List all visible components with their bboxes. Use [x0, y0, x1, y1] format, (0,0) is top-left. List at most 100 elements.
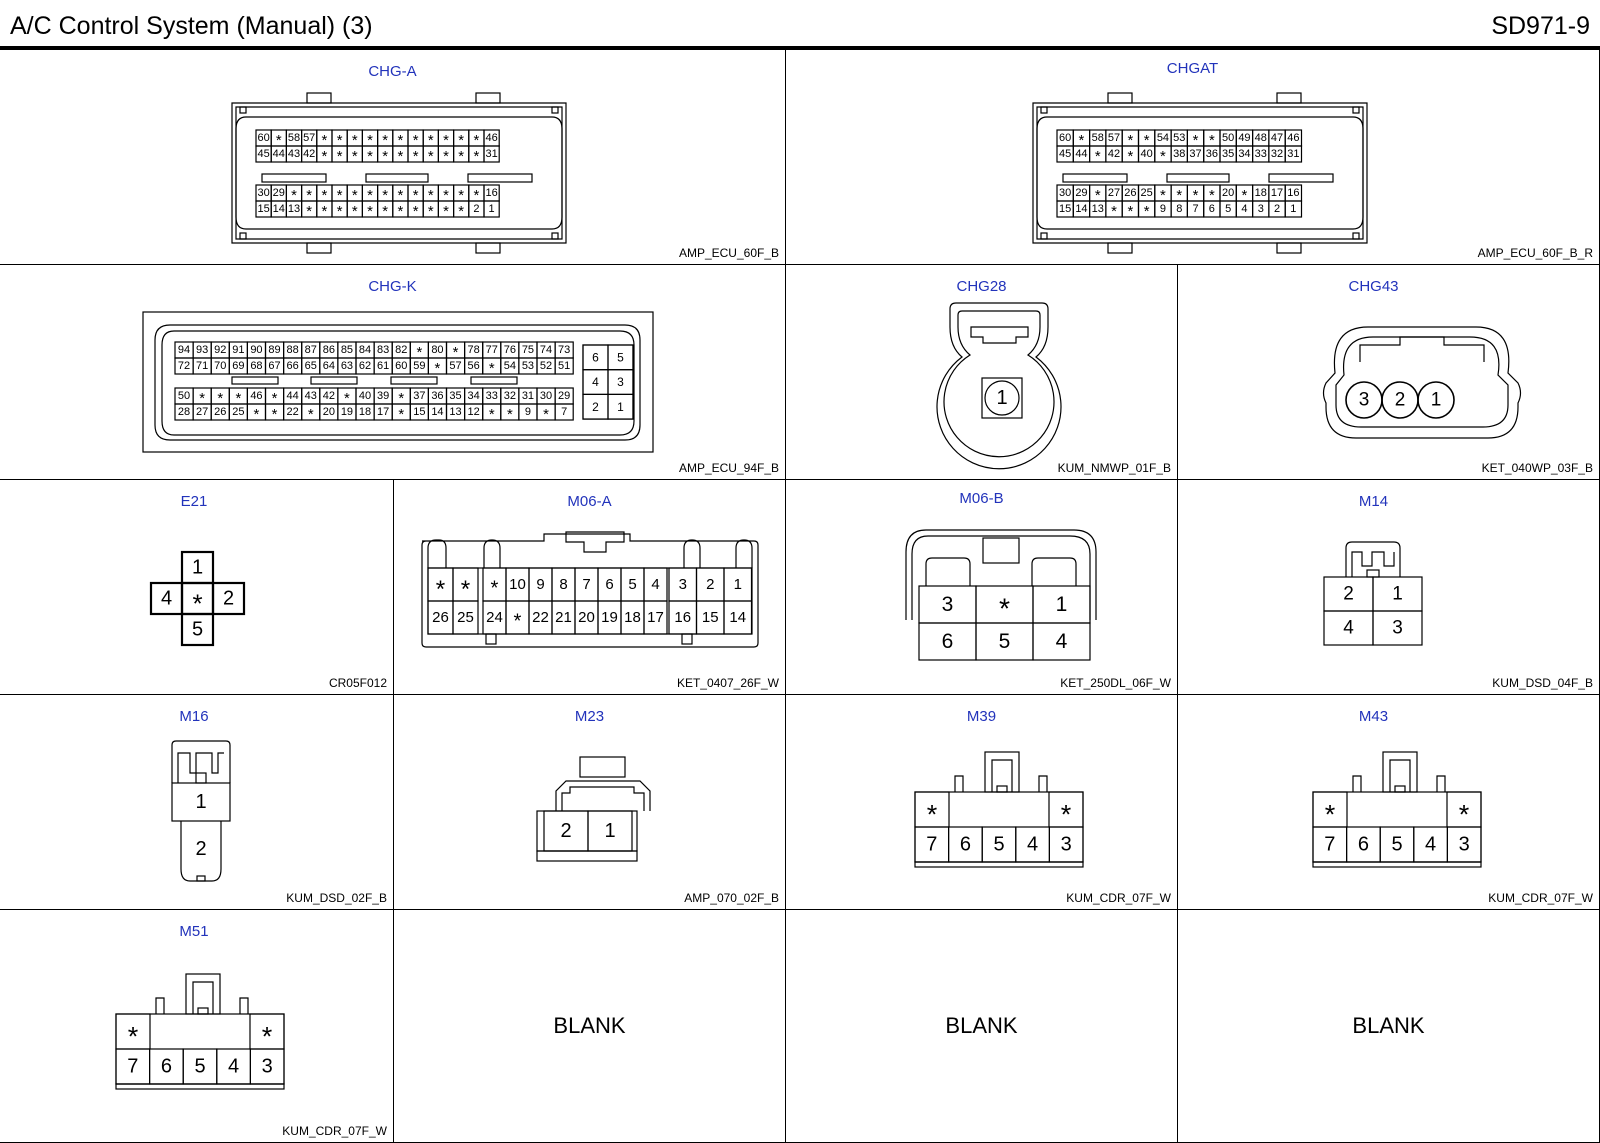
- connector-name: M39: [966, 708, 997, 725]
- unused-pin-marker: *: [413, 188, 419, 204]
- pin-number: 2: [560, 820, 571, 842]
- top-latch: [1276, 92, 1302, 104]
- pin-number: 46: [1287, 132, 1299, 144]
- pin-cell: [211, 581, 246, 616]
- unused-pin-marker: *: [443, 204, 449, 220]
- unused-pin-marker: *: [272, 391, 278, 407]
- unused-pin-marker: *: [1193, 188, 1199, 204]
- connector-code: KUM_DSD_02F_B: [286, 891, 387, 905]
- pin-number: 16: [674, 609, 691, 626]
- locator: [1352, 232, 1360, 240]
- pin-cell: [607, 393, 634, 420]
- key-slot: [1268, 173, 1334, 183]
- unused-pin-marker: *: [382, 204, 388, 220]
- pin-number: 20: [578, 609, 595, 626]
- unused-pin-marker: *: [413, 204, 419, 220]
- pin-number: 1: [604, 820, 615, 842]
- pin-number: 35: [1222, 148, 1234, 160]
- pin-number: 3: [617, 375, 624, 389]
- latch: [1038, 775, 1048, 792]
- unused-pin-marker: *: [443, 188, 449, 204]
- pin-number: 6: [960, 834, 971, 856]
- unused-pin-marker: *: [461, 576, 471, 603]
- pin-number: 92: [214, 344, 226, 356]
- pin-number: 34: [1238, 148, 1250, 160]
- pin-number: 14: [431, 406, 443, 418]
- pin-number: 3: [1392, 618, 1403, 639]
- unused-pin-marker: *: [507, 407, 513, 423]
- key-slot: [1359, 336, 1485, 362]
- key-slot-inner: [1389, 759, 1411, 792]
- pin-number: 6: [161, 1056, 172, 1078]
- pin-cell: [554, 403, 574, 421]
- pin-number: 2: [1274, 203, 1280, 215]
- pin-number: 13: [1092, 203, 1104, 215]
- pin-number: 7: [127, 1056, 138, 1078]
- pin-number: 78: [468, 344, 480, 356]
- pin-number: 6: [1209, 203, 1215, 215]
- pin-number: 15: [1059, 203, 1071, 215]
- pin-number: 29: [273, 187, 285, 199]
- unused-pin-marker: *: [217, 391, 223, 407]
- blank-cell: BLANK: [786, 910, 1178, 1143]
- latch: [1436, 775, 1446, 792]
- key-slot: [982, 537, 1020, 564]
- key-slot: [310, 376, 358, 385]
- pin-number: 3: [1061, 834, 1072, 856]
- unused-pin-marker: *: [927, 800, 938, 830]
- unused-pin-marker: *: [1209, 133, 1215, 149]
- pin-number: 9: [536, 576, 544, 593]
- pin-number: 74: [540, 344, 552, 356]
- pin-number: 89: [268, 344, 280, 356]
- connector-housing: [1032, 102, 1368, 244]
- connector-code: AMP_ECU_60F_B: [678, 246, 779, 260]
- locator: [485, 633, 497, 645]
- unused-pin-marker: *: [199, 391, 205, 407]
- pin-number: 14: [729, 609, 746, 626]
- locator: [681, 633, 693, 645]
- connector-base: [536, 850, 638, 862]
- pin-number: 56: [468, 360, 480, 372]
- pin-number: 57: [303, 132, 315, 144]
- pin-number: 37: [1189, 148, 1201, 160]
- pin-number: 25: [232, 406, 244, 418]
- latch: [155, 997, 165, 1014]
- pin-number: 1: [1056, 593, 1068, 616]
- latch: [1031, 557, 1077, 586]
- pin-number: 87: [305, 344, 317, 356]
- connector-code: KET_040WP_03F_B: [1481, 461, 1593, 475]
- pin-number: 5: [1225, 203, 1231, 215]
- pin-number: 36: [431, 390, 443, 402]
- unused-pin-marker: *: [1095, 188, 1101, 204]
- unused-pin-marker: *: [1144, 204, 1150, 220]
- unused-pin-marker: *: [272, 407, 278, 423]
- pin-number: 43: [305, 390, 317, 402]
- connector-housing-inner: [1036, 106, 1364, 240]
- unused-pin-marker: *: [382, 149, 388, 165]
- unused-pin-marker: *: [254, 407, 260, 423]
- pin-cell: [171, 782, 231, 822]
- pin-number: 3: [679, 576, 687, 593]
- unused-pin-marker: *: [458, 133, 464, 149]
- unused-pin-marker: *: [352, 149, 358, 165]
- pin-number: 17: [1271, 187, 1283, 199]
- pin-number: 57: [449, 360, 461, 372]
- pin-number: 27: [1108, 187, 1120, 199]
- connector-code: KUM_CDR_07F_W: [282, 1124, 387, 1138]
- unused-pin-marker: *: [306, 204, 312, 220]
- unused-pin-marker: *: [458, 204, 464, 220]
- unused-pin-marker: *: [1127, 204, 1133, 220]
- pin-number: 50: [1222, 132, 1234, 144]
- connector-name: M23: [574, 708, 605, 725]
- unused-pin-marker: *: [1160, 188, 1166, 204]
